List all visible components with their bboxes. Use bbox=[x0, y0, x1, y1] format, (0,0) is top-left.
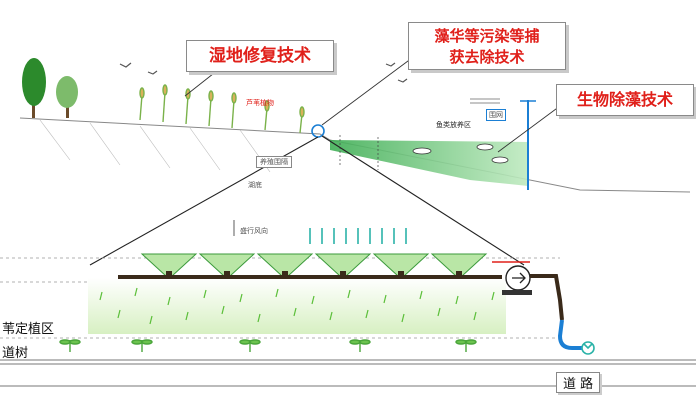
callout-leaders bbox=[184, 57, 561, 153]
callout-wetland-restoration: 湿地修复技术 bbox=[186, 40, 334, 72]
callout-bio-text: 生物除藻技术 bbox=[576, 90, 673, 109]
callout-bio-algae-removal: 生物除藻技术 bbox=[556, 84, 694, 116]
label-reed-zone: 苇定植区 bbox=[2, 322, 55, 337]
tree-light-icon bbox=[56, 76, 78, 118]
slope-hatch bbox=[39, 119, 271, 173]
label-road: 道 路 bbox=[556, 372, 601, 393]
pump-icon bbox=[502, 265, 532, 295]
callout-algae-capture: 藻华等污染等捕 获去除技术 bbox=[408, 22, 566, 70]
collector-funnels bbox=[140, 253, 488, 277]
callout-wetland-text: 湿地修复技术 bbox=[209, 46, 311, 66]
blue-pipe bbox=[557, 319, 582, 350]
label-pond-inlet: 养殖围隔 bbox=[256, 156, 292, 168]
wind-arrows bbox=[309, 228, 407, 244]
fish-icon bbox=[412, 143, 509, 164]
label-fence: 围网 bbox=[486, 109, 506, 121]
outflow-pipe bbox=[530, 274, 564, 321]
bird-icon bbox=[119, 62, 408, 83]
collection-pipe bbox=[118, 275, 502, 279]
lake-water bbox=[330, 140, 528, 186]
label-lake-bottom: 湖底 bbox=[248, 181, 262, 189]
grass-strokes bbox=[99, 287, 495, 325]
tree-dark-icon bbox=[22, 58, 46, 118]
zone-boundaries bbox=[0, 257, 560, 339]
collector-circle bbox=[311, 124, 325, 138]
label-roadside-trees: 道树 bbox=[2, 346, 29, 361]
callout-algae-line1: 藻华等污染等捕 bbox=[434, 27, 540, 45]
callout-algae-line2: 获去除技术 bbox=[449, 48, 525, 66]
label-fishing-area: 鱼类放养区 bbox=[436, 121, 471, 129]
label-reed: 芦苇植物 bbox=[246, 99, 274, 107]
reed-zone-area bbox=[88, 278, 506, 334]
recycle-icon bbox=[581, 341, 595, 355]
label-breeze: 盛行风向 bbox=[240, 227, 268, 235]
reed-plants-icon bbox=[139, 84, 305, 134]
seedling-icon bbox=[59, 339, 477, 352]
